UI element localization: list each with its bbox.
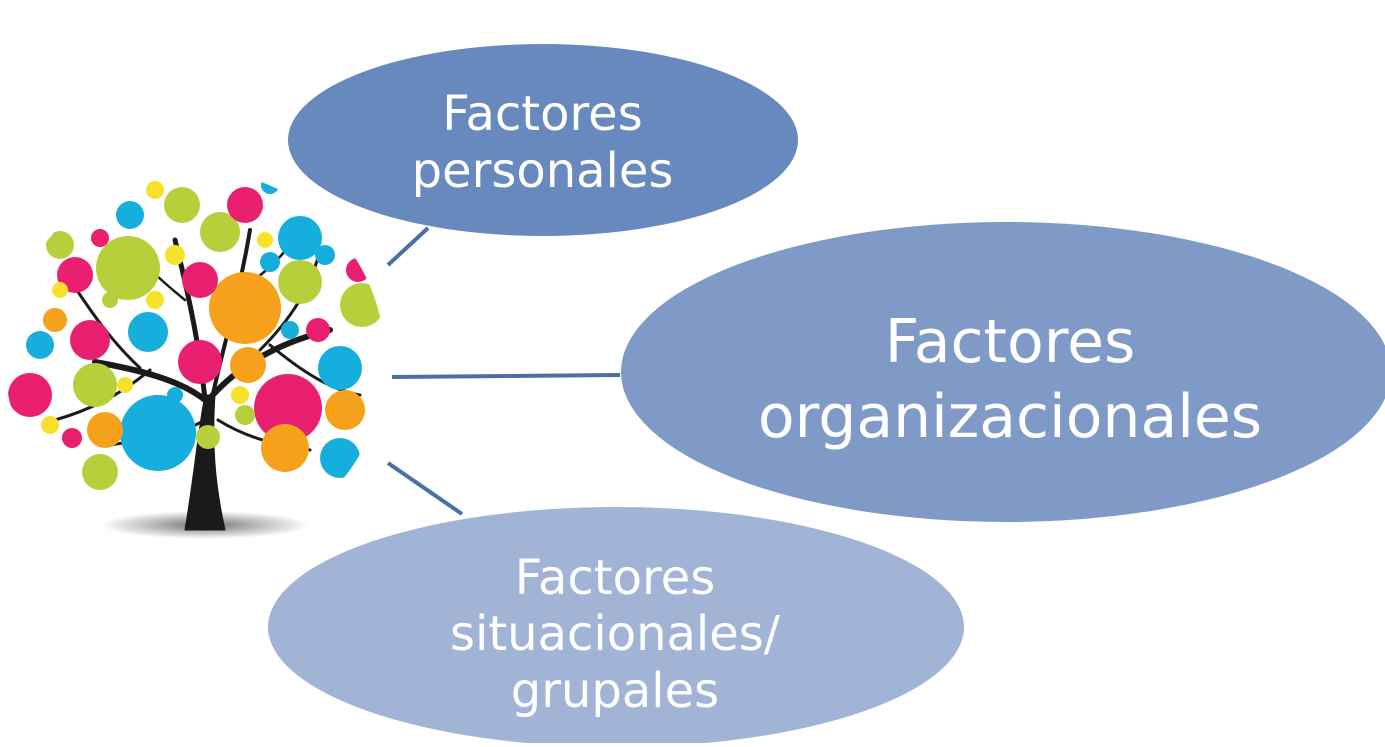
- connector-situacionales: [386, 461, 464, 516]
- bubble-situacionales: [268, 507, 964, 747]
- tree-leaves: [8, 176, 384, 490]
- tree-illustration: [8, 176, 384, 539]
- bubble-personales: [288, 44, 798, 236]
- connectors: [386, 226, 621, 516]
- connector-organizacionales: [391, 373, 621, 379]
- connector-personales: [386, 226, 430, 267]
- bubble-organizacionales: [621, 222, 1385, 522]
